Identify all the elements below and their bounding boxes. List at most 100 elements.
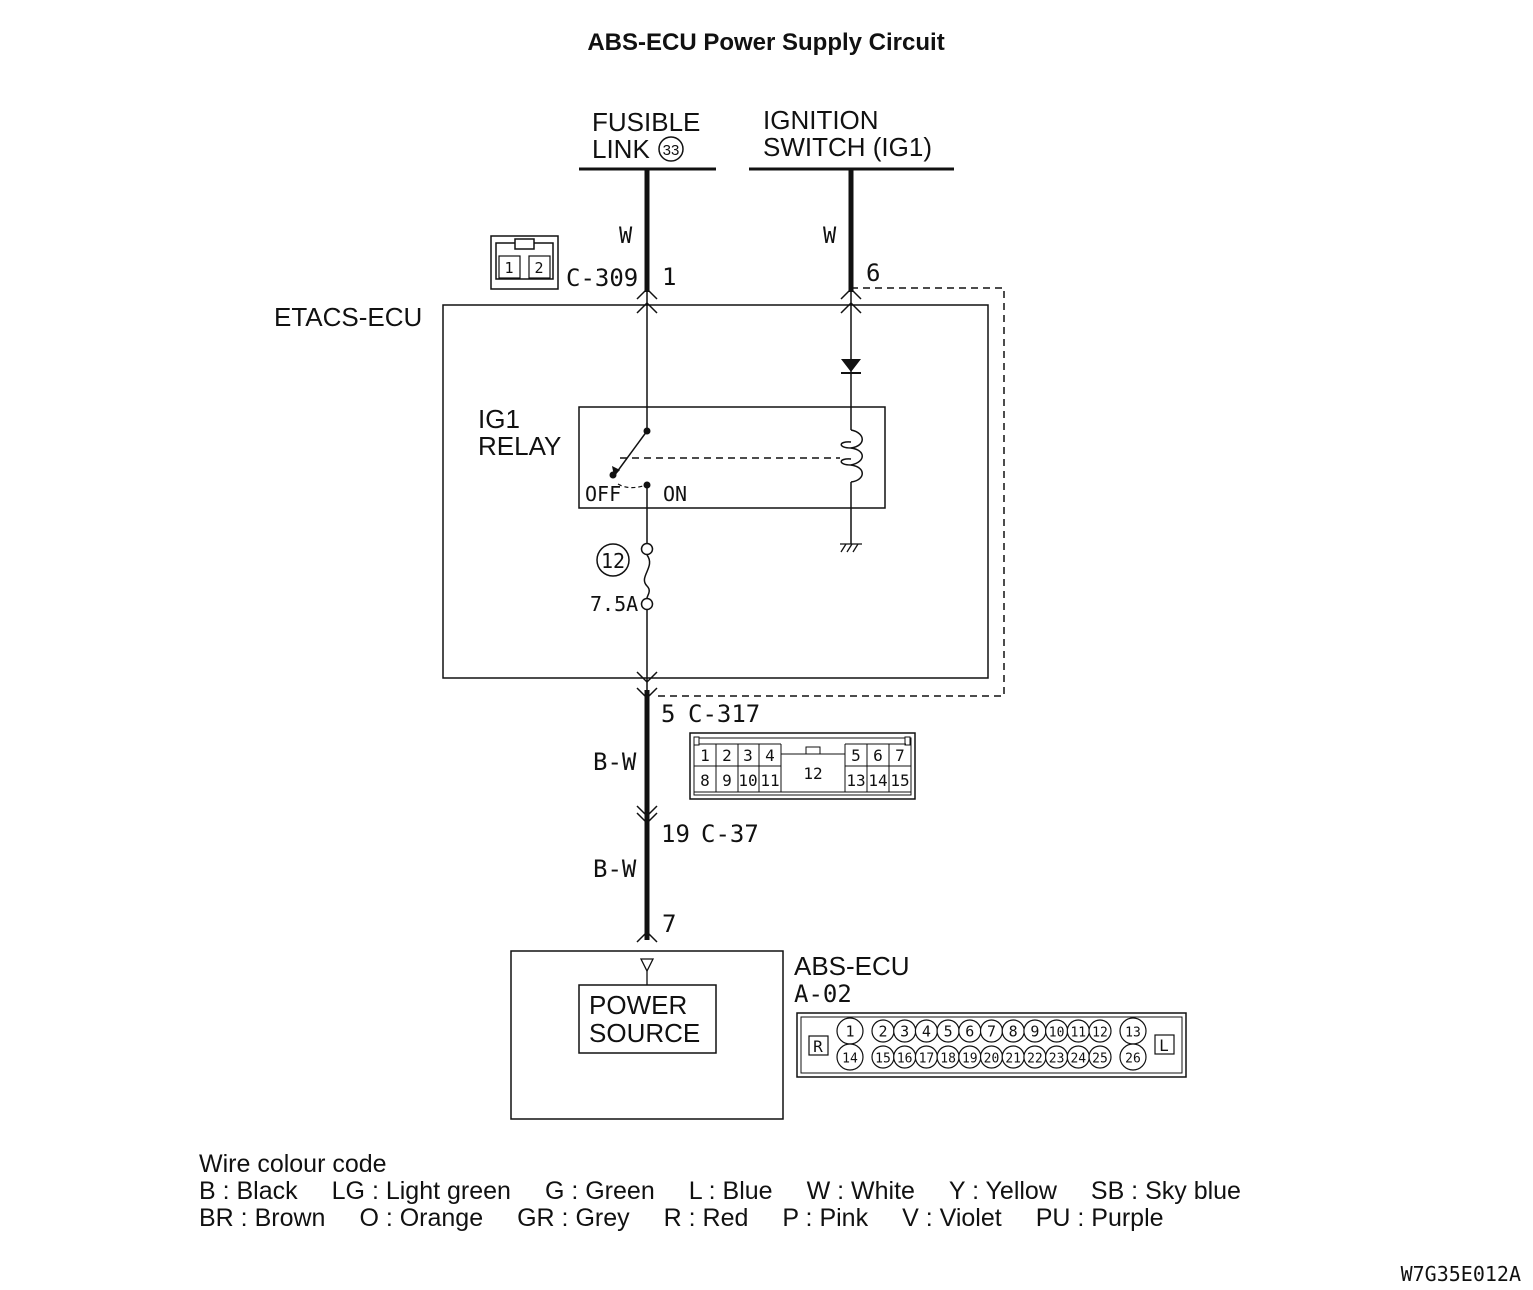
relay-switch-icon (609, 427, 840, 489)
a02-pin-cavity: 14 (836, 1043, 864, 1071)
fuse-rating: 7.5A (590, 592, 638, 616)
legend-entry: R : Red (663, 1204, 749, 1232)
c309-cavity-1: 1 (504, 259, 513, 277)
c317-cavity: 8 (700, 771, 710, 790)
power-source-label-1: POWER (589, 990, 687, 1020)
legend-entry: V : Violet (902, 1204, 1002, 1232)
svg-text:10: 10 (1049, 1026, 1065, 1041)
a02-pin-cavity: 25 (1088, 1045, 1112, 1069)
a02-connector-label: A-02 (794, 980, 852, 1008)
svg-text:4: 4 (922, 1023, 931, 1041)
svg-text:19: 19 (962, 1052, 978, 1067)
c317-cavity: 1 (700, 746, 710, 765)
svg-text:1: 1 (845, 1023, 854, 1041)
legend-entry: G : Green (544, 1177, 655, 1205)
svg-text:5: 5 (944, 1023, 953, 1041)
a02-pin-cavity: 8 (1001, 1019, 1025, 1043)
a02-pin-cavity: 2 (871, 1019, 895, 1043)
fuse-icon (640, 542, 654, 611)
a02-pin-cavity: 19 (958, 1045, 982, 1069)
a02-pin-cavity: 22 (1023, 1045, 1047, 1069)
a02-pin-cavity: 24 (1066, 1045, 1090, 1069)
fuse-number-badge: 12 (596, 543, 630, 577)
legend-entry: B : Black (199, 1177, 298, 1205)
c309-connector-label: C-309 (566, 264, 638, 292)
svg-text:14: 14 (842, 1052, 858, 1067)
fuse-number: 12 (601, 549, 625, 573)
svg-text:15: 15 (875, 1052, 891, 1067)
svg-text:26: 26 (1125, 1052, 1141, 1067)
a02-pin-cavity: 9 (1023, 1019, 1047, 1043)
a02-right-tag: L (1159, 1036, 1169, 1055)
a02-pin-cavity: 1 (836, 1017, 864, 1045)
a02-pin-cavity: 20 (979, 1045, 1004, 1069)
c309-pin-fusible: 1 (662, 263, 676, 291)
svg-text:21: 21 (1005, 1052, 1021, 1067)
c317-cavity: 6 (873, 746, 883, 765)
c317-cavity: 11 (760, 771, 779, 790)
power-source-box (578, 984, 717, 1054)
a02-pin-cavity: 5 (936, 1019, 960, 1043)
etacs-ecu-box (442, 304, 989, 679)
legend-row-1: B : Black LG : Light green G : Green L : Bl… (199, 1178, 1275, 1205)
a02-pin-cavity: 23 (1044, 1045, 1069, 1069)
a02-pin-cavity: 15 (871, 1045, 895, 1069)
a02-pin-cavity: 11 (1066, 1019, 1090, 1043)
a02-terminal (636, 930, 658, 943)
ignition-switch-label-1: IGNITION (763, 105, 879, 135)
c317-connector-icon: 1 2 3 4 12 5 6 7 8 9 10 11 13 14 15 (689, 732, 916, 800)
a02-pin-cavity: 17 (914, 1045, 939, 1069)
etacs-ecu-label: ETACS-ECU (274, 302, 422, 332)
figure-code: W7G35E012A (1401, 1262, 1521, 1286)
c37-terminal (636, 805, 658, 825)
svg-text:6: 6 (965, 1023, 974, 1041)
legend-entry: O : Orange (359, 1204, 484, 1232)
legend-heading: Wire colour code (199, 1150, 387, 1178)
a02-pin-cavity: 3 (893, 1019, 917, 1043)
svg-text:7: 7 (987, 1023, 996, 1041)
c37-pin: 19 (661, 820, 690, 848)
legend-entry: P : Pink (782, 1204, 869, 1232)
svg-text:13: 13 (1125, 1026, 1141, 1041)
legend-entry: SB : Sky blue (1090, 1177, 1241, 1205)
fusible-link-number: 33 (663, 142, 680, 159)
c317-cavity: 5 (851, 746, 861, 765)
c317-cavity: 13 (846, 771, 865, 790)
diagram-title: ABS-ECU Power Supply Circuit (587, 29, 944, 56)
c309-cavity-2: 2 (534, 259, 543, 277)
abs-ecu-box (510, 950, 784, 1120)
ground-icon (840, 543, 862, 553)
a02-pin-cavity: 6 (958, 1019, 982, 1043)
svg-text:16: 16 (897, 1052, 913, 1067)
fusible-link-label-2: LINK (592, 134, 650, 164)
c317-cavity: 14 (868, 771, 887, 790)
c317-cavity: 4 (765, 746, 775, 765)
legend-entry: LG : Light green (331, 1177, 511, 1205)
c317-cavity: 15 (890, 771, 909, 790)
c317-connector-label: C-317 (688, 700, 760, 728)
a02-pin-cavity: 18 (936, 1045, 960, 1069)
c309-connector-icon: 1 2 (490, 235, 559, 290)
svg-text:8: 8 (1009, 1023, 1018, 1041)
ignition-switch-label-2: SWITCH (IG1) (763, 132, 932, 162)
connector-group-dashed-line (655, 287, 1005, 697)
a02-pin-cavity: 4 (914, 1019, 939, 1043)
c317-cavity: 7 (895, 746, 905, 765)
a02-pin-cavity: 7 (979, 1019, 1004, 1043)
legend-entry: PU : Purple (1035, 1204, 1164, 1232)
legend-entry: L : Blue (688, 1177, 773, 1205)
svg-text:18: 18 (940, 1052, 956, 1067)
input-terminal-icon (639, 958, 655, 985)
c317-cavity: 12 (803, 764, 822, 783)
svg-text:22: 22 (1027, 1052, 1043, 1067)
a02-pin-cavity: 26 (1119, 1043, 1147, 1071)
c317-cavity: 3 (743, 746, 753, 765)
c317-cavity: 9 (722, 771, 732, 790)
fusible-link-label-1: FUSIBLE (592, 107, 700, 137)
abs-ecu-label: ABS-ECU (794, 951, 910, 981)
c317-pin: 5 (661, 700, 675, 728)
svg-text:23: 23 (1049, 1052, 1065, 1067)
a02-left-tag: R (813, 1037, 823, 1056)
